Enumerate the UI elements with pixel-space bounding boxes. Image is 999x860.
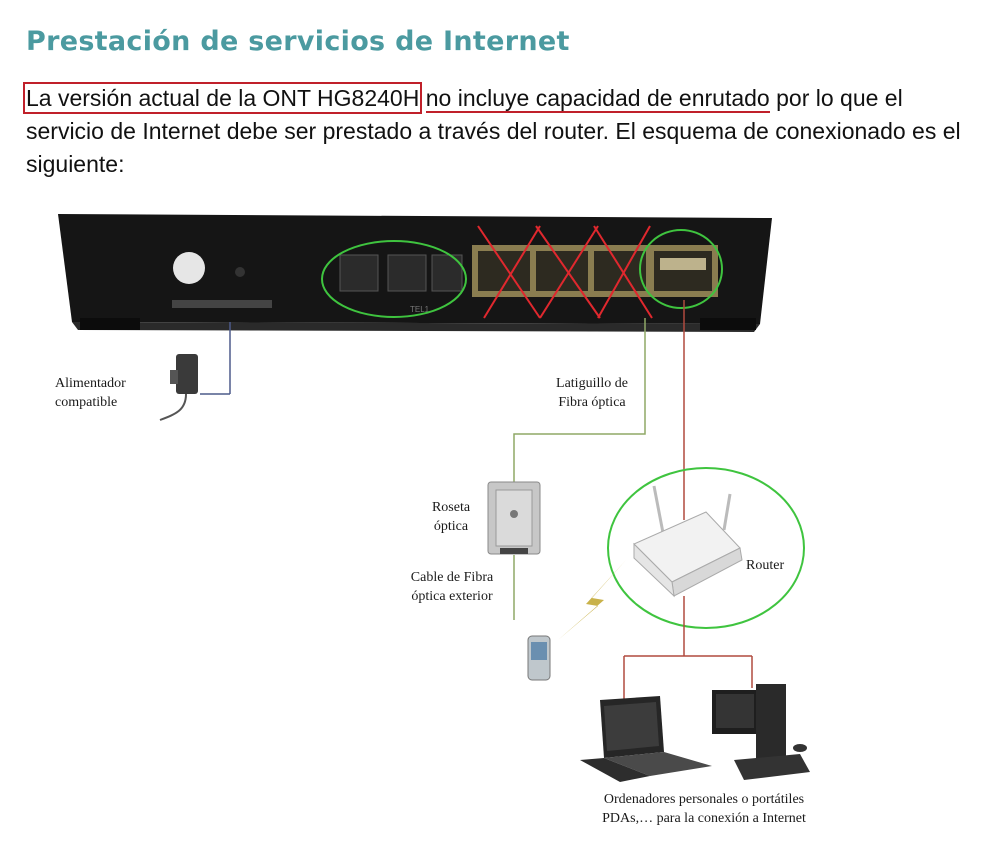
optical-rosette-label: Roseta óptica xyxy=(420,498,482,536)
label-line: Latiguillo de xyxy=(556,376,628,391)
label-line: Fibra óptica xyxy=(558,395,626,410)
paragraph-rest: por lo que el servicio de Internet debe … xyxy=(26,85,961,177)
underlined-no-routing: no incluye capacidad de enrutado xyxy=(425,85,770,113)
router-icon xyxy=(633,485,743,598)
highlighted-ont-version: La versión actual de la ONT HG8240H xyxy=(22,82,423,114)
router-label: Router xyxy=(746,558,785,573)
phone-ports xyxy=(339,254,463,292)
ethernet-cables-router-pcs xyxy=(623,596,753,700)
pda-icon xyxy=(527,635,551,681)
tel-port-label: TEL1 xyxy=(410,305,430,314)
computers-label: Ordenadores personales o portátiles PDAs… xyxy=(566,790,842,828)
disabled-ports-crosses xyxy=(477,225,653,319)
ont-device: TEL1 xyxy=(58,214,772,332)
router-highlight xyxy=(607,467,805,629)
label-line: Roseta xyxy=(431,500,471,515)
router-port-highlight xyxy=(639,229,723,309)
label-line: compatible xyxy=(55,395,118,410)
outdoor-fiber-label: Cable de Fibra óptica exterior xyxy=(392,568,512,606)
laptop-icon xyxy=(580,696,712,782)
label-line: Ordenadores personales o portátiles xyxy=(603,792,805,807)
optical-rosette-icon xyxy=(487,481,541,555)
page-title: Prestación de servicios de Internet xyxy=(26,26,570,57)
label-line: PDAs,… para la conexión a Internet xyxy=(602,811,806,826)
fiber-patch-label: Latiguillo de Fibra óptica xyxy=(536,374,648,412)
label-line: Cable de Fibra xyxy=(410,570,494,585)
fiber-patch-cord xyxy=(513,318,646,484)
label-line: óptica exterior xyxy=(411,589,493,604)
wireless-signal-icon xyxy=(558,560,626,640)
power-adapter-label: Alimentador compatible xyxy=(55,374,126,412)
label-line: óptica xyxy=(433,519,469,534)
power-button-icon xyxy=(173,252,205,284)
intro-paragraph: La versión actual de la ONT HG8240H no i… xyxy=(22,82,966,181)
power-adapter-icon xyxy=(159,322,231,421)
desktop-pc-icon xyxy=(712,684,810,780)
phone-ports-highlight xyxy=(321,240,467,318)
label-line: Alimentador xyxy=(55,376,126,391)
